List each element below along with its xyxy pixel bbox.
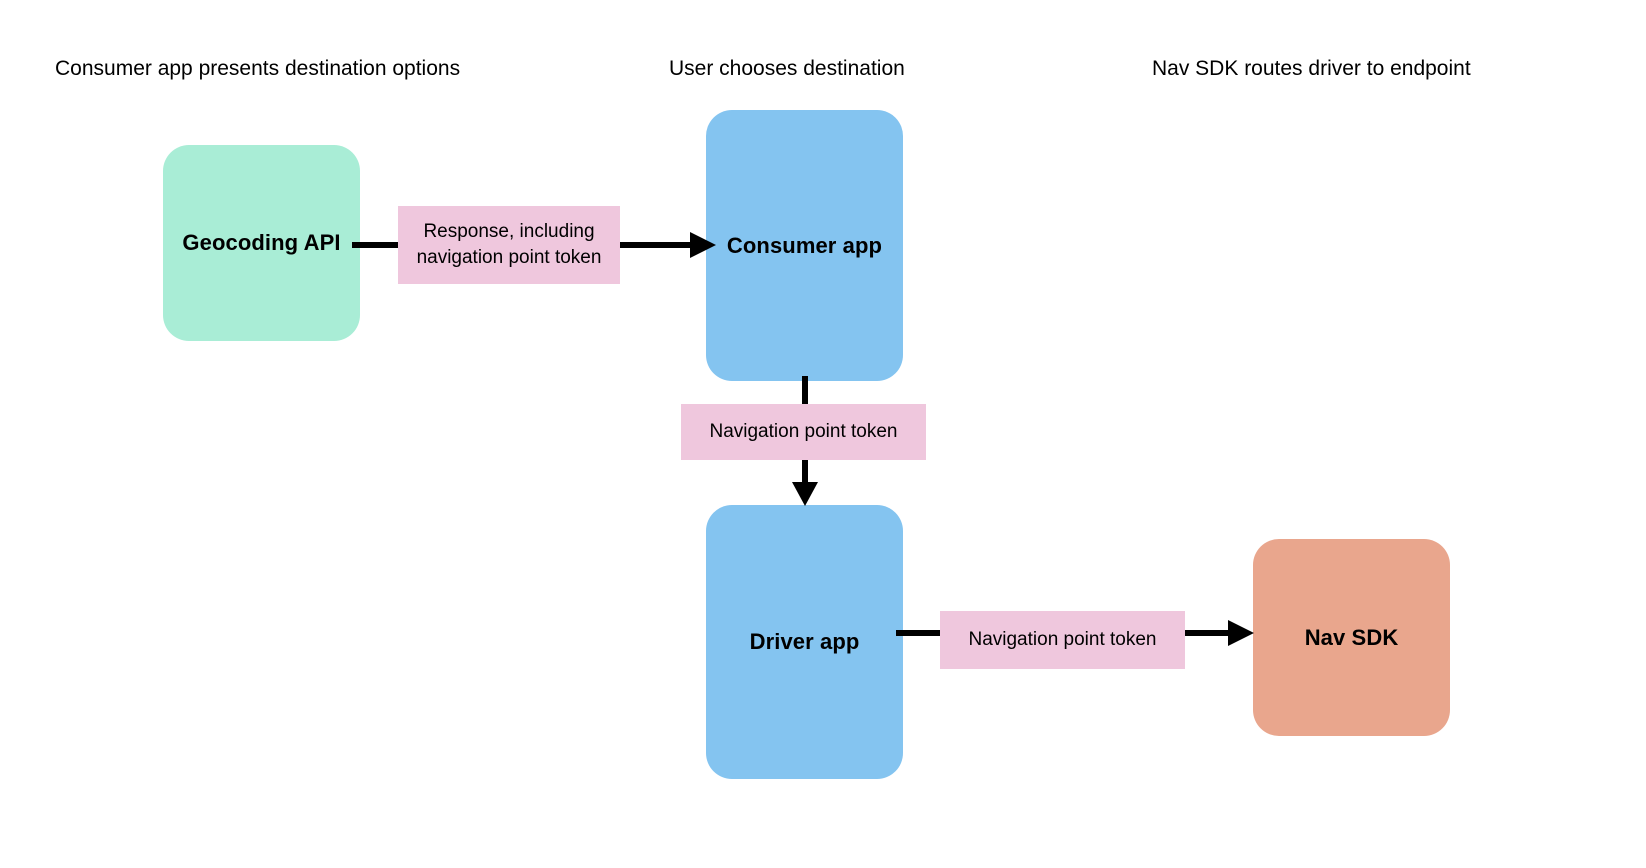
node-driver-app: Driver app [706,505,903,779]
node-consumer-app: Consumer app [706,110,903,381]
node-nav-sdk-label: Nav SDK [1304,624,1399,650]
edge-label-navigation-point-token-text-2: Navigation point token [968,629,1157,650]
node-geocoding-api: Geocoding API [163,145,360,341]
node-nav-sdk: Nav SDK [1253,539,1450,736]
column-header-consumer-app-presents: Consumer app presents destination option… [55,57,461,80]
edge-label-navigation-point-token-text-1: Navigation point token [709,421,898,442]
edge-label-response-including-navigation-point-token: Response, including navigation point tok… [398,206,620,284]
edge-geocoding-to-consumer-arrowhead [690,232,716,258]
column-header-user-chooses-destination: User chooses destination [669,57,905,80]
column-header-nav-sdk-routes-driver: Nav SDK routes driver to endpoint [1152,57,1471,80]
node-driver-app-label: Driver app [749,629,860,654]
edge-label-response-text: Response, including navigation point tok… [416,221,602,268]
node-geocoding-api-label: Geocoding API [182,230,341,255]
edge-label-navigation-point-token-driver-navsdk: Navigation point token [940,611,1185,669]
node-consumer-app-label: Consumer app [726,232,883,258]
edge-label-navigation-point-token-consumer-driver: Navigation point token [681,404,926,460]
edge-driver-to-nav-sdk-arrowhead [1228,620,1254,646]
edge-consumer-to-driver-arrowhead [792,482,818,506]
